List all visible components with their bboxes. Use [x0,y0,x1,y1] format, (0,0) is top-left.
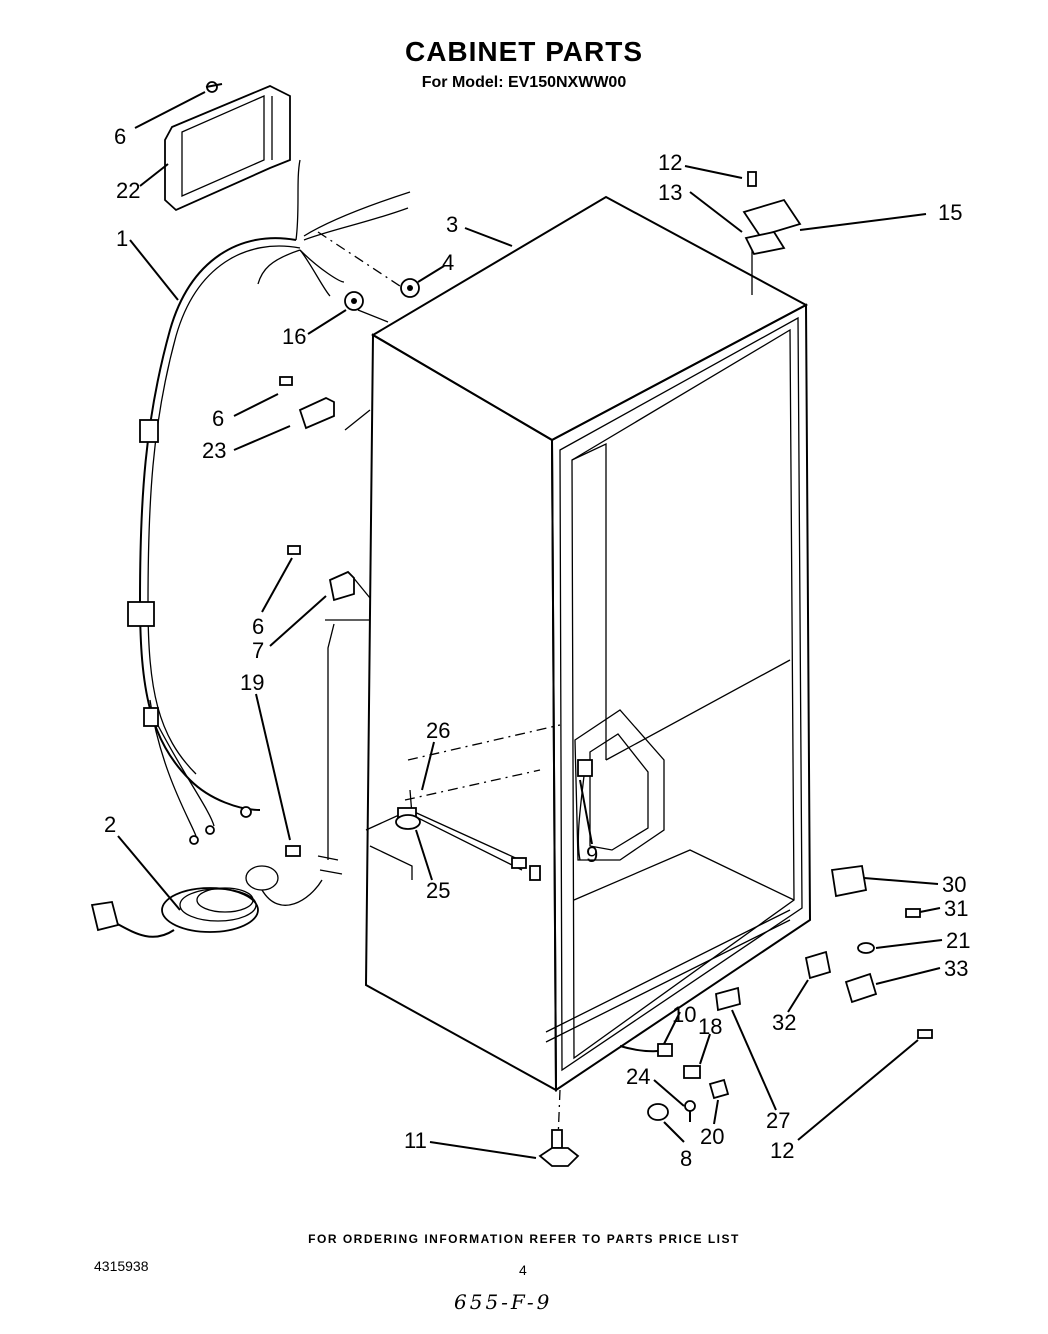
part-9-thermostat [577,759,593,861]
part-21-bushing [857,942,875,954]
callout-16: 16 [282,324,306,349]
callout-19: 19 [240,670,264,695]
part-2-power-cord [90,865,323,938]
callout-11: 11 [404,1128,427,1153]
callout-20: 20 [700,1124,724,1149]
callout-23: 23 [202,438,226,463]
part-16-grommet [344,291,364,311]
part-12-screw-bottom [917,1029,933,1039]
callout-21: 21 [946,928,970,953]
part-25-foam-plug [395,814,421,830]
part-32-shim [804,950,832,980]
callout-30: 30 [942,872,966,897]
callout-26: 26 [426,718,450,743]
callout-7: 7 [252,638,264,663]
callout-1: 1 [116,226,128,251]
callout-9: 9 [586,842,598,867]
part-24-screw [684,1100,696,1122]
callout-2: 2 [104,812,116,837]
callout-3: 3 [446,212,458,237]
document-number: 4315938 [94,1258,149,1274]
model-subtitle: For Model: EV150NXWW00 [421,74,627,91]
part-7-clip [287,545,355,602]
callout-6-mid: 6 [212,406,224,431]
page-number: 4 [519,1262,527,1278]
part-20-clip [708,1078,730,1100]
callout-leaders [117,91,943,1159]
callout-24: 24 [626,1064,650,1089]
ordering-info-note: FOR ORDERING INFORMATION REFER TO PARTS … [308,1232,740,1246]
handwritten-annotation: 655-F-9 [454,1290,553,1314]
callout-15: 15 [938,200,962,225]
callout-13: 13 [658,180,682,205]
page-title: CABINET PARTS [404,36,644,67]
part-4-grommet [400,278,420,298]
part-31-screw [905,908,921,918]
callout-25: 25 [426,878,450,903]
callout-12-bottom: 12 [770,1138,794,1163]
callout-6-lower: 6 [252,614,264,639]
part-19-wire [285,845,343,875]
part-30-cover [830,864,868,898]
part-33-hinge-bottom [844,972,878,1004]
part-23-clip [279,376,335,430]
part-8-plug [647,1103,669,1121]
callout-33: 33 [944,956,968,981]
part-15-hinge-top [742,198,802,238]
callout-12-top: 12 [658,150,682,175]
part-11-leveling-leg [538,1089,580,1167]
callout-32: 32 [772,1010,796,1035]
callout-22: 22 [116,178,140,203]
part-1-wiring-harness [127,159,411,845]
callout-4: 4 [442,250,454,275]
callout-18: 18 [698,1014,722,1039]
part-22-bracket [164,85,291,212]
cabinet-body [317,195,812,1092]
callout-27: 27 [766,1108,790,1133]
part-13-shim [744,230,786,256]
callout-8: 8 [680,1146,692,1171]
part-27-bracket [715,986,741,1012]
part-10-hose [619,1043,673,1057]
callout-31: 31 [944,896,968,921]
part-18-clip [683,1065,701,1079]
part-6-screw-top [205,81,223,93]
callout-numbers: 6 22 1 3 12 13 15 4 16 6 23 6 7 19 26 9 … [104,124,970,1171]
part-12-screw-top [747,171,757,187]
callout-6-top: 6 [114,124,126,149]
callout-10: 10 [672,1002,696,1027]
